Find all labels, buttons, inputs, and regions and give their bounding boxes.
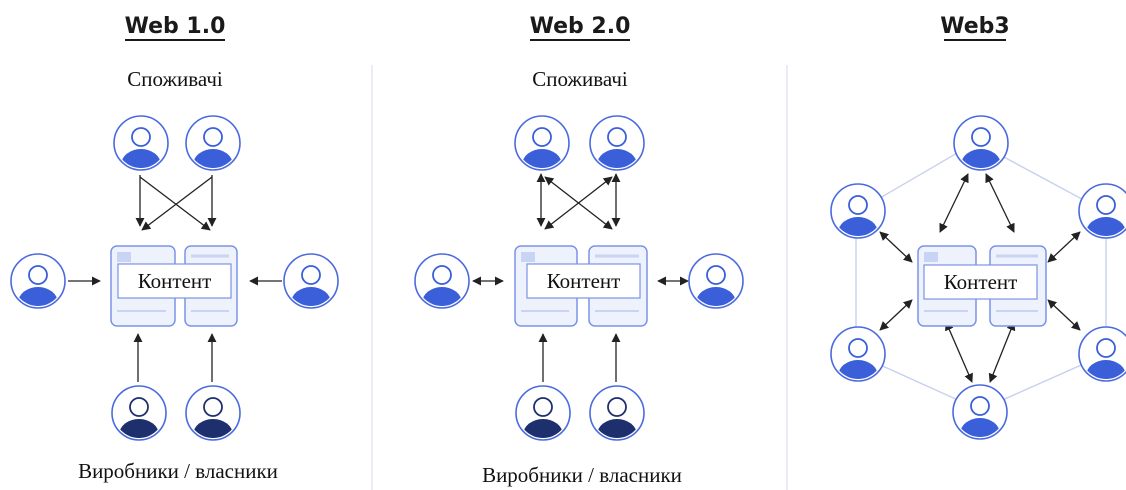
user-avatar-dark-icon — [515, 385, 571, 441]
panel-title-web1: Web 1.0 — [125, 14, 226, 41]
user-avatar-icon — [830, 183, 886, 239]
panel-title-web3: Web3 — [940, 14, 1010, 41]
user-avatar-icon — [113, 115, 169, 171]
user-avatar-icon — [688, 253, 744, 309]
producers-label-web2: Виробники / власники — [482, 463, 682, 487]
content-label-web2: Контент — [547, 269, 621, 293]
user-avatar-icon — [10, 253, 66, 309]
user-avatar-dark-icon — [185, 385, 241, 441]
content-block-web2: Контент — [514, 245, 648, 327]
consumers-label-web1: Споживачі — [127, 67, 223, 91]
user-avatar-icon — [1078, 183, 1126, 239]
content-block-web3: Контент — [917, 245, 1047, 327]
user-avatar-icon — [283, 253, 339, 309]
user-avatar-icon — [414, 253, 470, 309]
user-avatar-icon — [1078, 326, 1126, 382]
user-avatars — [10, 115, 1126, 441]
user-avatar-icon — [514, 115, 570, 171]
user-avatar-icon — [952, 384, 1008, 440]
user-avatar-dark-icon — [589, 385, 645, 441]
arrows-web1 — [68, 175, 282, 382]
content-label-web1: Контент — [138, 269, 212, 293]
consumers-label-web2: Споживачі — [532, 67, 628, 91]
user-avatar-icon — [830, 326, 886, 382]
panel-title-web2: Web 2.0 — [530, 14, 631, 41]
content-block-web1: Контент — [110, 245, 238, 327]
producers-label-web1: Виробники / власники — [78, 459, 278, 483]
user-avatar-icon — [953, 115, 1009, 171]
title-web1: Web 1.0 — [125, 14, 226, 39]
user-avatar-dark-icon — [111, 385, 167, 441]
arrows-web2 — [472, 173, 689, 382]
content-label-web3: Контент — [944, 270, 1018, 294]
title-web3: Web3 — [940, 14, 1009, 39]
arrows-web3 — [879, 173, 1081, 383]
title-web2: Web 2.0 — [530, 14, 631, 39]
user-avatar-icon — [185, 115, 241, 171]
user-avatar-icon — [589, 115, 645, 171]
